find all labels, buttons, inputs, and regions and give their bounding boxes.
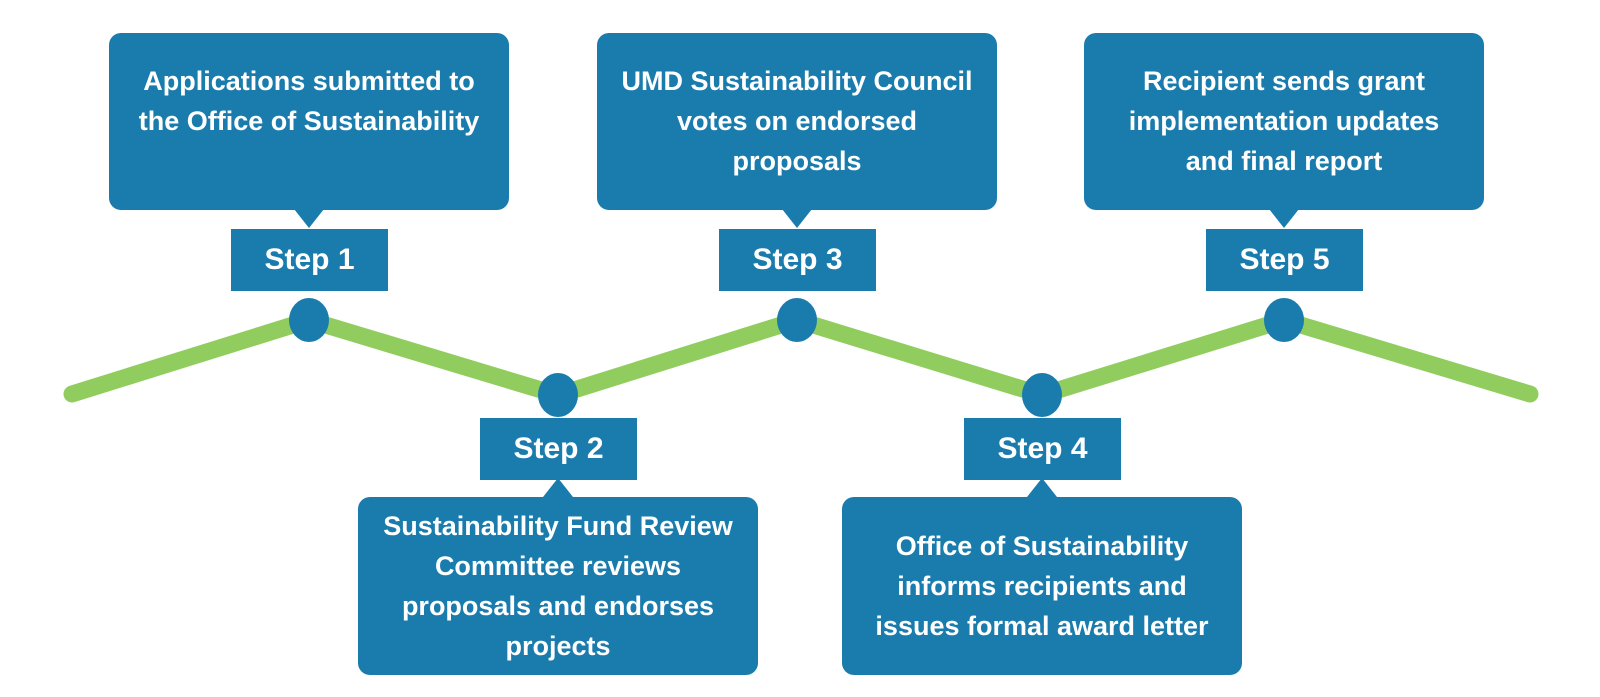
step-2-callout-pointer: [543, 478, 573, 497]
step-2-label-box: Step 2: [480, 418, 637, 480]
step-3-description-text: UMD Sustainability Council votes on endo…: [621, 66, 973, 176]
step-4-description-box: Office of Sustainability informs recipie…: [842, 497, 1242, 675]
step-4-description-text: Office of Sustainability informs recipie…: [875, 531, 1209, 641]
timeline-node-step-1: [289, 298, 329, 342]
step-1-label: Step 1: [264, 243, 355, 276]
timeline-node-step-4: [1022, 373, 1062, 417]
step-1-callout-pointer: [294, 209, 324, 228]
step-1-description-box: Applications submitted to the Office of …: [109, 33, 509, 210]
step-5-label: Step 5: [1239, 243, 1330, 276]
step-5-callout-pointer: [1269, 209, 1299, 228]
timeline-node-step-3: [777, 298, 817, 342]
step-2-description-text: Sustainability Fund Review Committee rev…: [383, 511, 733, 661]
step-3-description-box: UMD Sustainability Council votes on endo…: [597, 33, 997, 210]
step-3-callout-pointer: [782, 209, 812, 228]
timeline-node-step-2: [538, 373, 578, 417]
step-1-label-box: Step 1: [231, 229, 388, 291]
step-4-label: Step 4: [997, 432, 1088, 465]
step-4-label-box: Step 4: [964, 418, 1121, 480]
step-5-description-box: Recipient sends grant implementation upd…: [1084, 33, 1484, 210]
step-4-callout-pointer: [1027, 478, 1057, 497]
step-2-description-box: Sustainability Fund Review Committee rev…: [358, 497, 758, 675]
step-5-description-text: Recipient sends grant implementation upd…: [1128, 66, 1440, 176]
step-2-label: Step 2: [513, 432, 604, 465]
step-1-description-text: Applications submitted to the Office of …: [138, 66, 480, 136]
step-3-label: Step 3: [752, 243, 843, 276]
step-3-label-box: Step 3: [719, 229, 876, 291]
timeline-node-step-5: [1264, 298, 1304, 342]
step-5-label-box: Step 5: [1206, 229, 1363, 291]
